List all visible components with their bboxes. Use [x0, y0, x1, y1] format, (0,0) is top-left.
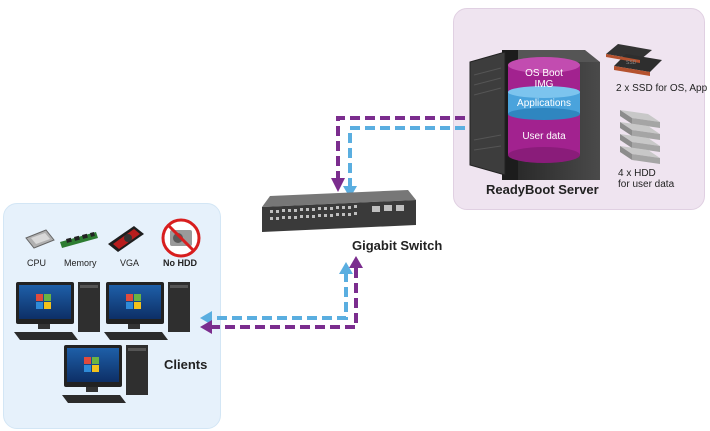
server-title: ReadyBoot Server	[486, 182, 599, 197]
switch-title: Gigabit Switch	[352, 238, 443, 253]
applications-label: Applications	[517, 98, 571, 109]
cpu-icon	[25, 229, 55, 249]
no-hdd-icon	[161, 218, 201, 258]
os-boot-img-label: OS Boot IMG	[525, 68, 563, 90]
client-pc-2-icon	[104, 282, 190, 340]
vga-label: VGA	[120, 258, 140, 268]
hdd-purpose-label: for user data	[618, 179, 675, 190]
hdd-stack-icon	[620, 110, 660, 164]
no-hdd-label: No HDD	[163, 258, 197, 268]
memory-label: Memory	[64, 258, 97, 268]
memory-icon	[60, 231, 98, 248]
client-pc-1-icon	[14, 282, 100, 340]
switch-client-connection	[200, 256, 363, 334]
svg-text:SSD: SSD	[626, 60, 637, 66]
clients-title: Clients	[164, 357, 208, 372]
cpu-label: CPU	[27, 258, 47, 268]
hdd-count-label: 4 x HDD	[618, 168, 656, 179]
vga-icon	[108, 226, 144, 252]
client-pc-3-icon	[62, 345, 148, 403]
storage-cylinder-icon	[508, 57, 580, 163]
gigabit-switch-icon	[262, 190, 416, 232]
user-data-label: User data	[522, 131, 566, 142]
ssd-drives-icon: SSD	[606, 44, 662, 76]
server-switch-connection	[331, 111, 482, 198]
ssd-label: 2 x SSD for OS, App	[616, 83, 708, 94]
